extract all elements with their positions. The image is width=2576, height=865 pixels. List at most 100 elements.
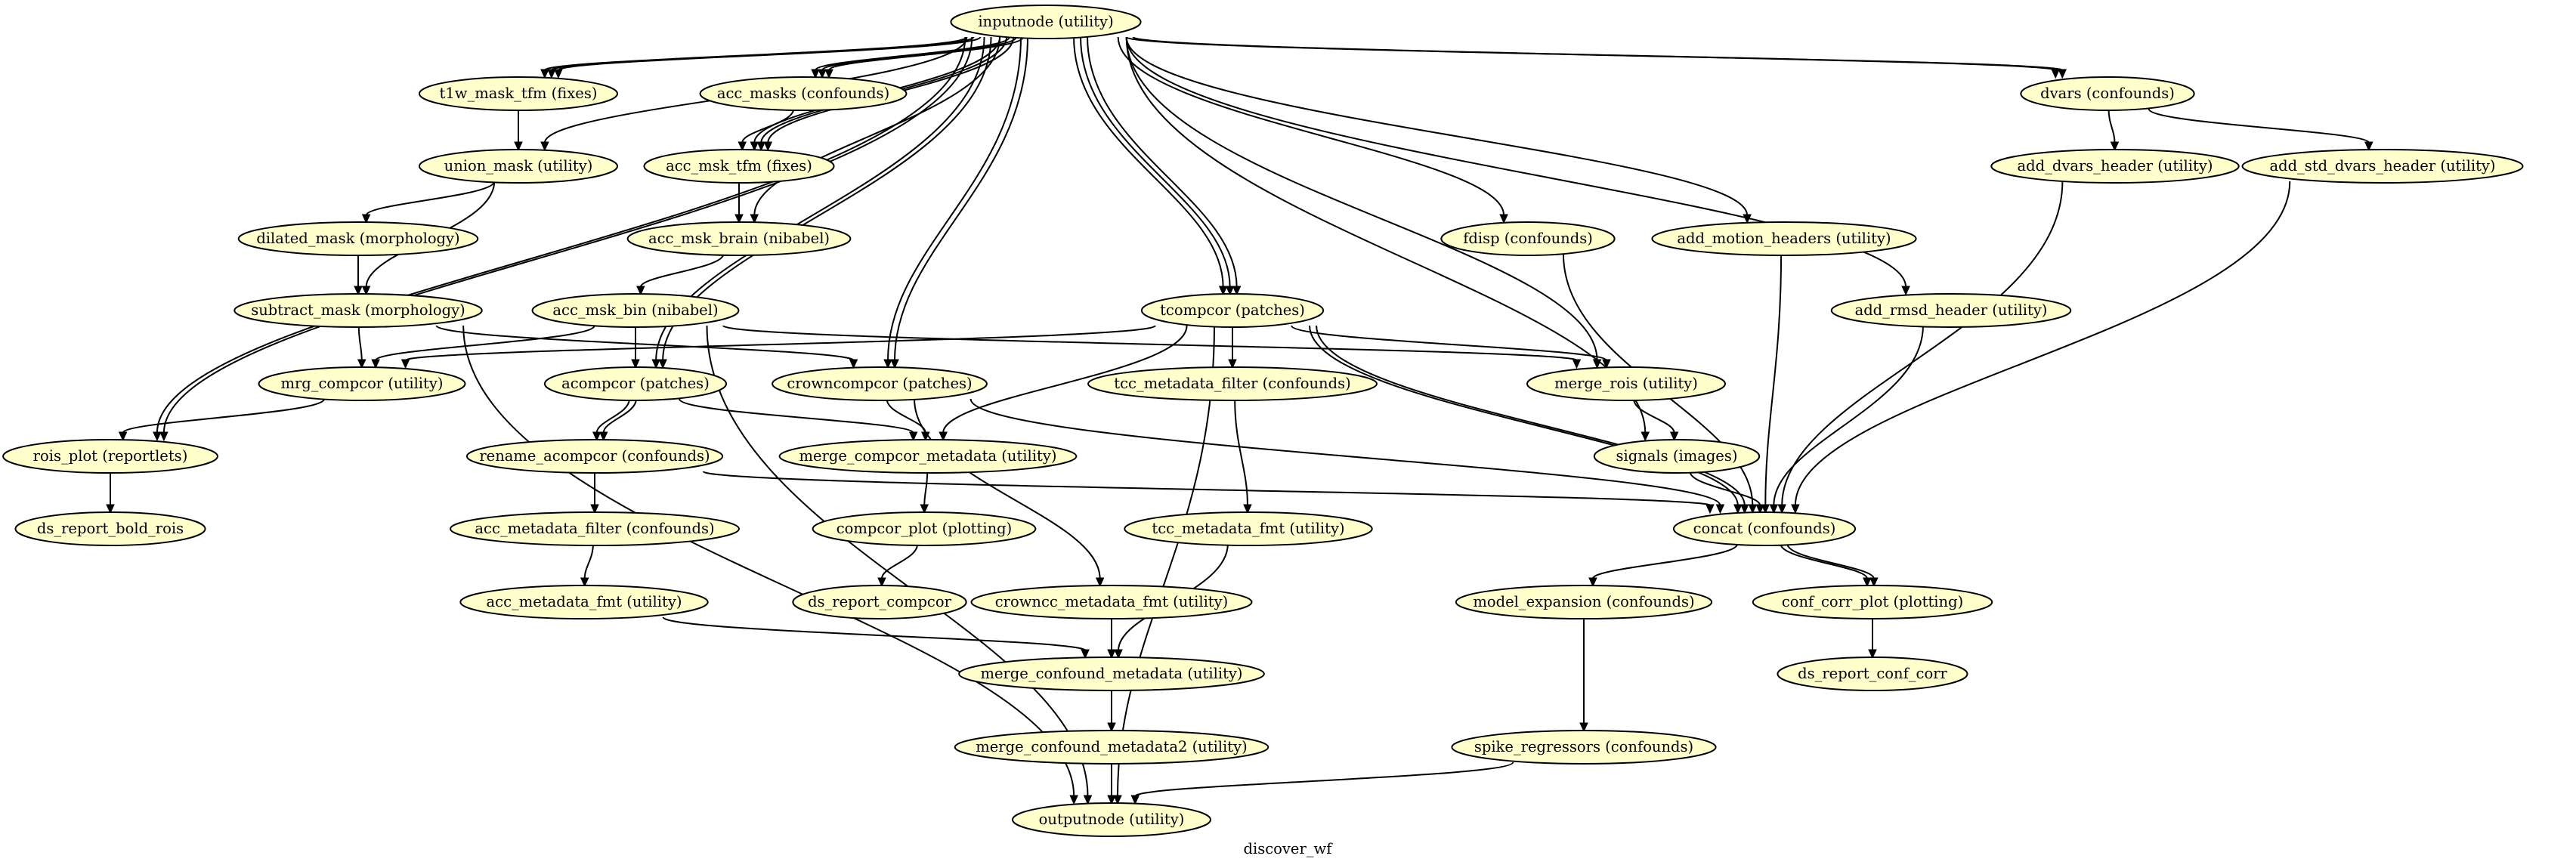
edge-inputnode-to-acc-msk-brain — [750, 36, 1001, 224]
edge-line — [679, 398, 914, 434]
node-shape — [14, 511, 206, 546]
node-label: conf_corr_plot (plotting) — [1782, 593, 1963, 610]
edge-arrowhead — [1761, 504, 1770, 514]
edge-merge-confound-metadata2-to-outputnode — [1107, 762, 1116, 805]
edge-union-mask-to-dilated-mask — [361, 181, 496, 224]
node-shape — [465, 439, 724, 474]
edge-tcc-metadata-filter-to-tcc-metadata-fmt — [1234, 398, 1252, 514]
node-shape — [1672, 511, 1857, 546]
edge-arrowhead — [1228, 359, 1237, 369]
node-label: acompcor (patches) — [561, 375, 710, 392]
edge-inputnode-to-t1w-mask-tfm — [554, 36, 982, 79]
edge-line — [2148, 108, 2370, 144]
node-shape — [1455, 585, 1713, 619]
edge-line — [722, 325, 1578, 361]
node-label: model_expansion (confounds) — [1473, 593, 1694, 610]
node-shape — [1651, 221, 1917, 256]
edge-arrowhead — [1572, 359, 1582, 369]
node-acc-metadata-fmt: acc_metadata_fmt (utility) — [459, 585, 709, 619]
edge-inputnode-to-fdisp — [1117, 36, 1508, 224]
edge-arrowhead — [1769, 504, 1779, 514]
edge-acc-masks-to-acc-msk-tfm — [738, 108, 795, 152]
edge-arrowhead — [106, 504, 115, 514]
node-outputnode: outputnode (utility) — [1012, 802, 1211, 837]
node-shape — [2020, 76, 2195, 111]
node-label: acc_msk_tfm (fixes) — [666, 157, 812, 175]
node-label: merge_confound_metadata2 (utility) — [976, 738, 1248, 755]
edge-arrowhead — [361, 214, 371, 224]
node-shape — [419, 149, 618, 184]
edge-tcompcor-to-merge-rois — [1291, 325, 1611, 369]
edge-arrowhead — [580, 577, 589, 588]
edge-arrowhead — [1130, 795, 1140, 805]
edge-arrowhead — [1705, 504, 1715, 514]
edge-line — [462, 325, 1075, 797]
edge-arrowhead — [2110, 141, 2120, 152]
edge-line — [886, 398, 926, 434]
node-merge-confound-metadata: merge_confound_metadata (utility) — [958, 656, 1265, 691]
node-fdisp: fdisp (confounds) — [1440, 221, 1616, 256]
node-label: t1w_mask_tfm (fixes) — [440, 85, 598, 102]
edge-line — [1125, 36, 1598, 361]
edge-rois-plot-to-ds-report-bold-rois — [106, 471, 115, 514]
edge-arrowhead — [1225, 286, 1235, 296]
edge-line — [1125, 36, 2057, 71]
node-inputnode: inputnode (utility) — [950, 5, 1142, 39]
edge-rename-acompcor-to-concat — [702, 471, 1715, 514]
edge-inputnode-to-acc-masks — [811, 36, 1010, 79]
node-label: add_motion_headers (utility) — [1677, 230, 1891, 247]
edge-line — [741, 108, 795, 144]
edge-arrowhead — [658, 359, 667, 369]
edge-arrowhead — [540, 141, 549, 152]
edge-arrowhead — [890, 359, 899, 369]
edge-arrowhead — [908, 431, 918, 442]
edge-line — [1087, 36, 1238, 288]
edge-line — [1125, 36, 1749, 216]
node-shape — [626, 221, 852, 256]
edge-line — [543, 36, 968, 71]
edge-line — [1234, 398, 1248, 506]
edge-arrowhead — [371, 359, 380, 369]
node-shape — [450, 511, 740, 546]
node-label: tcompcor (patches) — [1160, 301, 1305, 319]
node-compcor-plot: compcor_plot (plotting) — [812, 511, 1037, 546]
edge-merge-compcor-metadata-to-compcor-plot — [920, 471, 929, 514]
edge-arrowhead — [734, 214, 744, 224]
edge-arrowhead — [547, 69, 556, 79]
node-shape — [2241, 149, 2524, 184]
node-crowncc-metadata-fmt: crowncc_metadata_fmt (utility) — [970, 585, 1253, 619]
edge-line — [1773, 325, 1924, 506]
node-label: crowncompcor (patches) — [787, 375, 972, 392]
node-rois-plot: rois_plot (reportlets) — [2, 439, 218, 474]
edge-acc-msk-tfm-to-acc-msk-brain — [734, 181, 744, 224]
edge-tcompcor-to-mrg-compcor — [400, 325, 1156, 369]
edge-acc-metadata-fmt-to-merge-confound-metadata — [662, 616, 1090, 660]
edge-line — [1591, 543, 1739, 579]
edge-arrowhead — [824, 69, 833, 79]
node-mrg-compcor: mrg_compcor (utility) — [258, 366, 466, 401]
edge-line — [894, 36, 1028, 361]
node-label: subtract_mask (morphology) — [251, 301, 465, 319]
edge-merge-confound-metadata-to-merge-confound-metadata2 — [1107, 688, 1116, 733]
edge-arrowhead — [920, 504, 929, 514]
edge-rename-acompcor-to-acc-metadata-filter — [590, 471, 599, 514]
edge-arrowhead — [1602, 359, 1611, 369]
node-label: outputnode (utility) — [1039, 811, 1185, 828]
edge-inputnode-to-acc-masks — [824, 36, 1024, 79]
node-dilated-mask: dilated_mask (morphology) — [237, 221, 479, 256]
edge-dilated-mask-to-subtract-mask — [354, 254, 363, 296]
node-label: spike_regressors (confounds) — [1474, 738, 1693, 755]
edge-inputnode-to-tcompcor — [1073, 36, 1228, 296]
node-shape — [419, 76, 618, 111]
node-label: add_std_dvars_header (utility) — [2269, 157, 2495, 175]
edge-arrowhead — [818, 69, 827, 79]
node-merge-compcor-metadata: merge_compcor_metadata (utility) — [778, 439, 1078, 474]
node-shape — [792, 585, 967, 619]
node-acc-masks: acc_masks (confounds) — [699, 76, 908, 111]
node-shape — [772, 366, 988, 401]
edge-arrowhead — [1499, 214, 1508, 224]
edge-spike-regressors-to-outputnode — [1130, 762, 1514, 805]
edge-arrowhead — [636, 286, 645, 296]
edge-line — [828, 36, 1024, 71]
node-crowncompcor: crowncompcor (patches) — [772, 366, 988, 401]
